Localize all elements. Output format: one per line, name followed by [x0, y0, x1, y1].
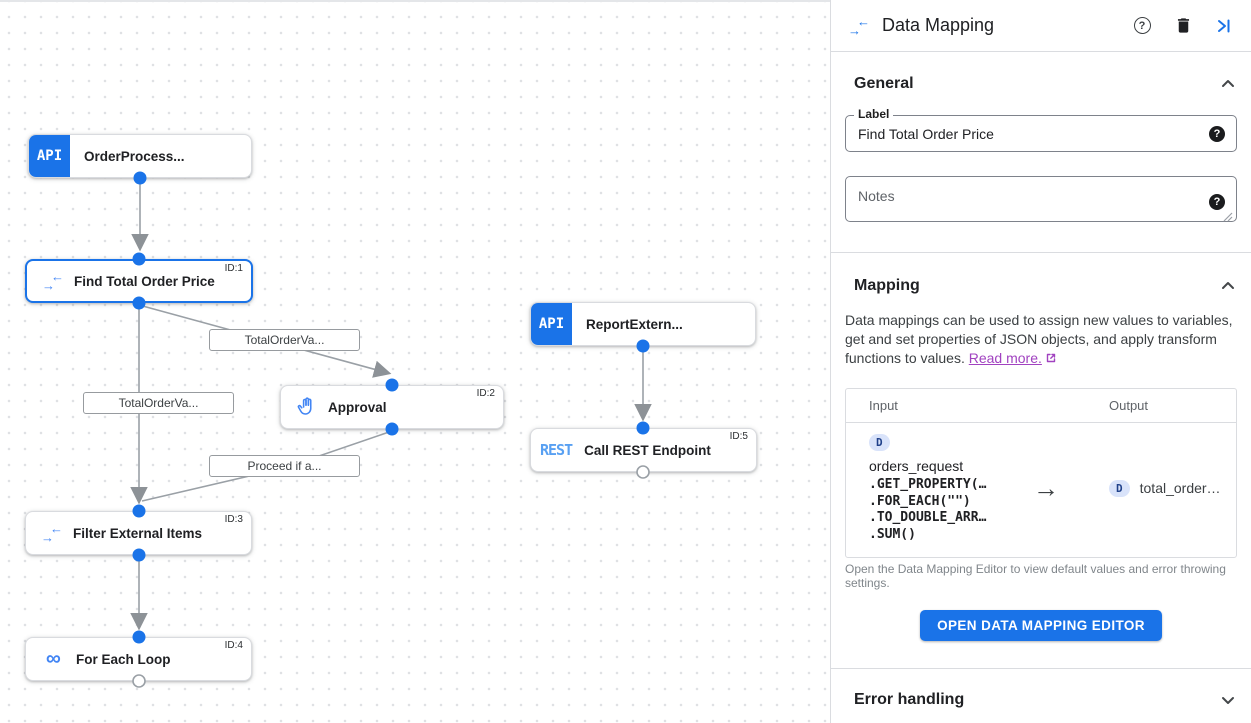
transform-function: .FOR_EACH("") — [869, 493, 971, 509]
config-panel: ←→ Data Mapping ? General Label — [830, 0, 1251, 723]
section-title-mapping: Mapping — [854, 277, 920, 294]
section-title-error-handling: Error handling — [854, 691, 965, 708]
section-general: General Label ? ? — [831, 75, 1251, 227]
node-call-rest-endpoint[interactable]: ID:5 REST Call REST Endpoint — [530, 428, 757, 472]
hand-icon — [296, 396, 318, 418]
section-error-handling: Error handling — [831, 691, 1251, 709]
help-icon[interactable]: ? — [1132, 16, 1152, 36]
notes-input[interactable] — [845, 176, 1237, 222]
notes-field: ? — [845, 176, 1237, 227]
node-label: Find Total Order Price — [74, 273, 215, 289]
collapse-panel-icon[interactable] — [1214, 16, 1234, 36]
mapping-row[interactable]: D orders_request .GET_PROPERTY(… .FOR_EA… — [846, 423, 1236, 557]
transform-function: .GET_PROPERTY(… — [869, 477, 987, 492]
mapping-arrow-icon: → — [1033, 472, 1059, 503]
datatype-badge: D — [1109, 479, 1130, 497]
data-mapping-icon: ←→ — [41, 521, 63, 545]
output-column-header: Output — [1109, 398, 1149, 413]
flow-edges-layer — [130, 171, 652, 688]
field-help-icon[interactable]: ? — [1209, 193, 1225, 210]
divider — [831, 252, 1251, 253]
node-label: Approval — [328, 399, 387, 415]
chevron-down-icon[interactable] — [1219, 691, 1237, 709]
edge-label[interactable]: TotalOrderVa... — [83, 392, 234, 414]
node-report-extern-trigger[interactable]: API ReportExtern... — [530, 302, 756, 346]
mapping-output-cell: D total_order… — [1083, 433, 1221, 543]
workflow-canvas[interactable]: API OrderProcess... ID:1 ←→ Find Total O… — [0, 0, 830, 723]
node-label: For Each Loop — [76, 651, 171, 667]
resize-handle-icon[interactable] — [1223, 212, 1233, 222]
data-mapping-icon: ←→ — [42, 269, 64, 293]
input-variable: orders_request — [869, 458, 964, 474]
field-help-icon[interactable]: ? — [1209, 125, 1225, 142]
open-data-mapping-editor-button[interactable]: OPEN DATA MAPPING EDITOR — [920, 610, 1162, 641]
transform-function: .SUM() — [869, 526, 916, 542]
section-title-general: General — [854, 75, 914, 92]
node-label: Call REST Endpoint — [584, 442, 711, 458]
node-filter-external-items[interactable]: ID:3 ←→ Filter External Items — [25, 511, 252, 555]
mapping-table-header: Input Output — [846, 389, 1236, 423]
node-id-tag: ID:5 — [729, 431, 748, 442]
delete-icon[interactable] — [1173, 16, 1193, 36]
api-trigger-icon: API — [531, 303, 572, 345]
label-field-caption: Label — [854, 107, 894, 121]
api-trigger-icon: API — [29, 135, 70, 177]
node-id-tag: ID:1 — [224, 263, 243, 274]
chevron-up-icon[interactable] — [1219, 277, 1237, 295]
node-id-tag: ID:4 — [224, 640, 243, 651]
node-for-each-loop[interactable]: ID:4 ∞ For Each Loop — [25, 637, 252, 681]
divider — [831, 668, 1251, 669]
external-link-icon — [1045, 352, 1057, 364]
node-label: ReportExtern... — [586, 316, 683, 332]
mapping-table: Input Output D orders_request .GET_PROPE… — [845, 388, 1237, 558]
panel-header: ←→ Data Mapping ? — [831, 0, 1251, 52]
node-order-process-trigger[interactable]: API OrderProcess... — [28, 134, 252, 178]
mapping-input-cell: D orders_request .GET_PROPERTY(… .FOR_EA… — [869, 433, 1009, 543]
node-approval[interactable]: ID:2 Approval — [280, 385, 504, 429]
transform-function: .TO_DOUBLE_ARR… — [869, 510, 987, 525]
datatype-badge: D — [869, 434, 890, 451]
node-find-total-order-price[interactable]: ID:1 ←→ Find Total Order Price — [25, 259, 253, 303]
loop-icon: ∞ — [46, 647, 61, 670]
edge-label[interactable]: Proceed if a... — [209, 455, 360, 477]
node-label: OrderProcess... — [84, 148, 185, 164]
label-field: Label ? — [845, 107, 1237, 152]
chevron-up-icon[interactable] — [1219, 75, 1237, 93]
section-mapping: Mapping Data mappings can be used to ass… — [831, 277, 1251, 641]
mapping-caption: Open the Data Mapping Editor to view def… — [845, 562, 1226, 590]
panel-title: Data Mapping — [882, 15, 995, 35]
output-variable: total_order… — [1139, 480, 1221, 496]
rest-task-icon: REST — [540, 441, 573, 459]
node-id-tag: ID:3 — [224, 514, 243, 525]
node-label: Filter External Items — [73, 525, 203, 541]
edge-label[interactable]: TotalOrderVa... — [209, 329, 360, 351]
label-input[interactable] — [845, 115, 1237, 152]
mapping-description: Data mappings can be used to assign new … — [845, 312, 1233, 366]
data-mapping-icon: ←→ — [848, 13, 870, 38]
input-column-header: Input — [869, 398, 898, 413]
read-more-link[interactable]: Read more. — [968, 350, 1042, 366]
node-id-tag: ID:2 — [476, 388, 495, 399]
